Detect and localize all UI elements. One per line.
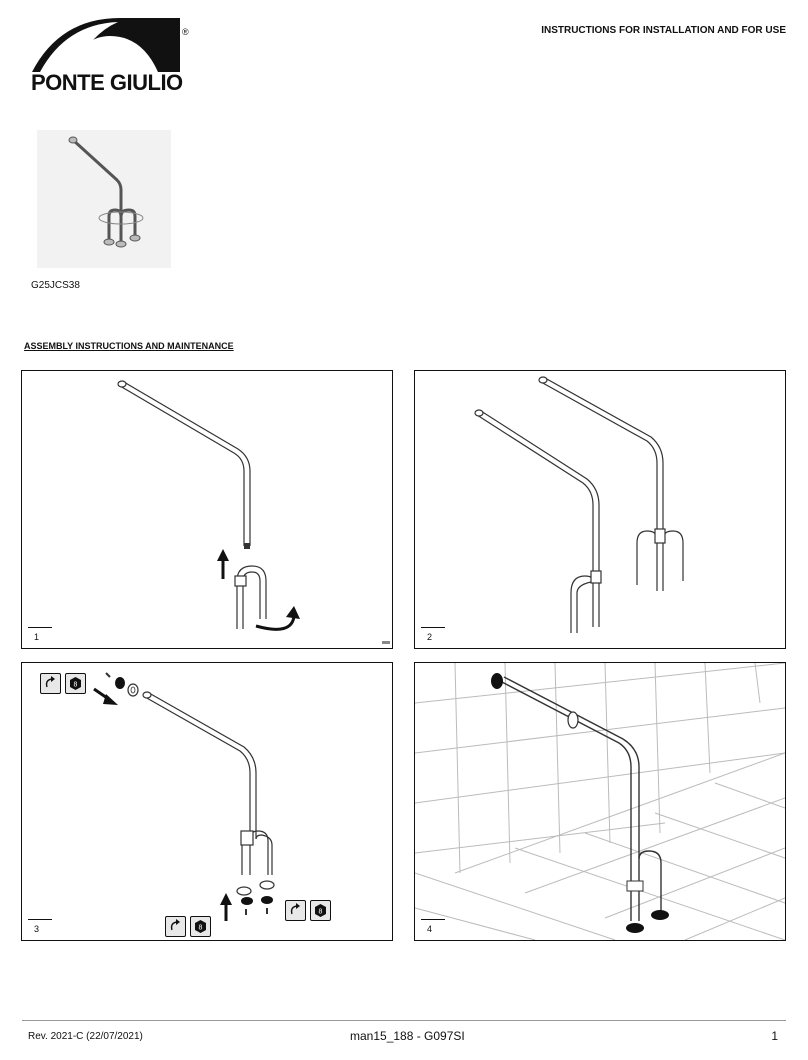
- brand-logo: [30, 14, 195, 100]
- section-title: ASSEMBLY INSTRUCTIONS AND MAINTENANCE: [24, 341, 234, 351]
- arrow-up-icon: [217, 549, 229, 579]
- product-code: G25JCS38: [31, 280, 80, 291]
- step-number: 4: [427, 924, 433, 934]
- rotate-icon: [165, 916, 186, 937]
- step-panel-3: 8 8 8: [21, 662, 393, 941]
- registered-mark: ®: [182, 27, 189, 37]
- revision-label: Rev. 2021-C (22/07/2021): [28, 1031, 143, 1042]
- step-panel-1: 1: [21, 370, 393, 649]
- manual-code: man15_188 - G097SI: [350, 1029, 465, 1043]
- svg-text:8: 8: [199, 925, 203, 932]
- step-panel-4: 4: [414, 662, 786, 941]
- step-number: 2: [427, 632, 433, 642]
- page-number: 1: [771, 1029, 778, 1043]
- arrow-diagonal-icon: [93, 687, 118, 705]
- arrow-up-icon: [220, 893, 232, 921]
- hex-socket-icon: 8: [65, 673, 86, 694]
- brand-name: PONTE GIULIO: [31, 70, 183, 95]
- rotate-icon: [40, 673, 61, 694]
- hex-socket-icon: 8: [190, 916, 211, 937]
- rotate-icon: [285, 900, 306, 921]
- floor-fixing-parts: [236, 880, 275, 915]
- step-panel-2: 2: [414, 370, 786, 649]
- svg-text:8: 8: [319, 909, 323, 916]
- wall-fixing-parts: [105, 672, 139, 697]
- step-number: 1: [34, 632, 40, 642]
- product-image: [37, 130, 171, 268]
- document-title: INSTRUCTIONS FOR INSTALLATION AND FOR US…: [541, 25, 786, 36]
- footer-divider: [22, 1020, 786, 1021]
- rotate-arrow-icon: [255, 606, 300, 631]
- svg-text:8: 8: [74, 682, 78, 689]
- hex-socket-icon: 8: [310, 900, 331, 921]
- step-number: 3: [34, 924, 40, 934]
